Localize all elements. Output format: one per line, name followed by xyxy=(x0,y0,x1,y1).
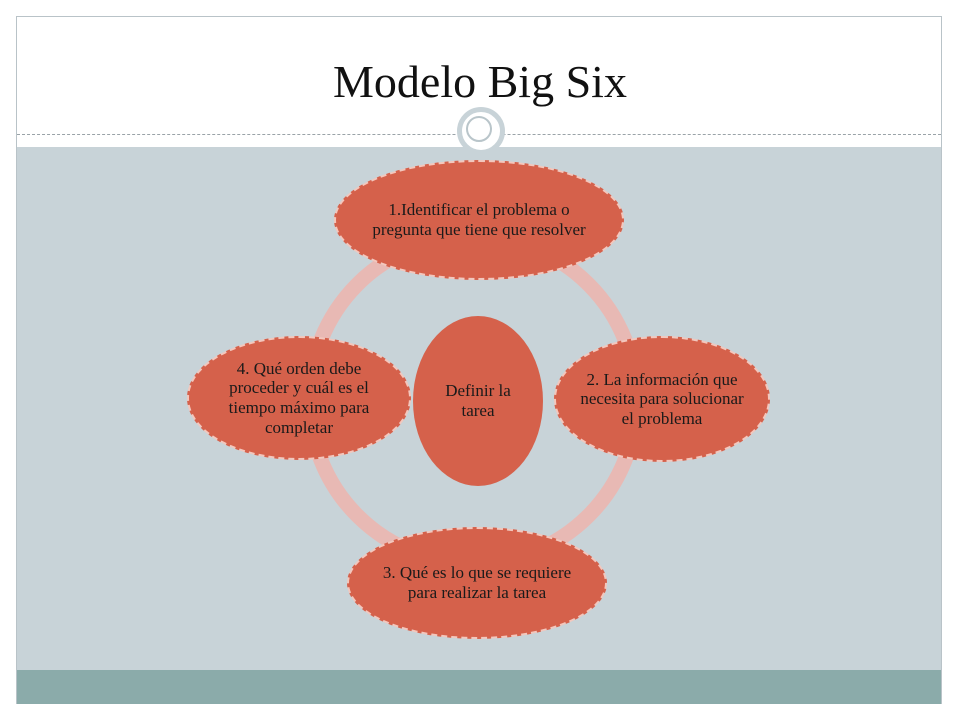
step-1-label: 1.Identificar el problema o pregunta que… xyxy=(372,200,586,239)
footer-band xyxy=(17,670,941,704)
center-label: Definir la tarea xyxy=(445,381,511,420)
step-4-node: 4. Qué orden debe proceder y cuál es el … xyxy=(187,336,411,460)
step-2-label: 2. La información que necesita para solu… xyxy=(580,369,744,428)
step-3-node: 3. Qué es lo que se requiere para realiz… xyxy=(347,527,607,639)
step-3-label: 3. Qué es lo que se requiere para realiz… xyxy=(382,563,572,602)
step-1-node: 1.Identificar el problema o pregunta que… xyxy=(334,160,624,280)
slide-title: Modelo Big Six xyxy=(333,56,627,107)
step-2-node: 2. La información que necesita para solu… xyxy=(554,336,770,462)
step-4-label: 4. Qué orden debe proceder y cuál es el … xyxy=(228,358,370,437)
center-node: Definir la tarea xyxy=(413,316,543,486)
decorative-ring-icon xyxy=(457,107,505,155)
